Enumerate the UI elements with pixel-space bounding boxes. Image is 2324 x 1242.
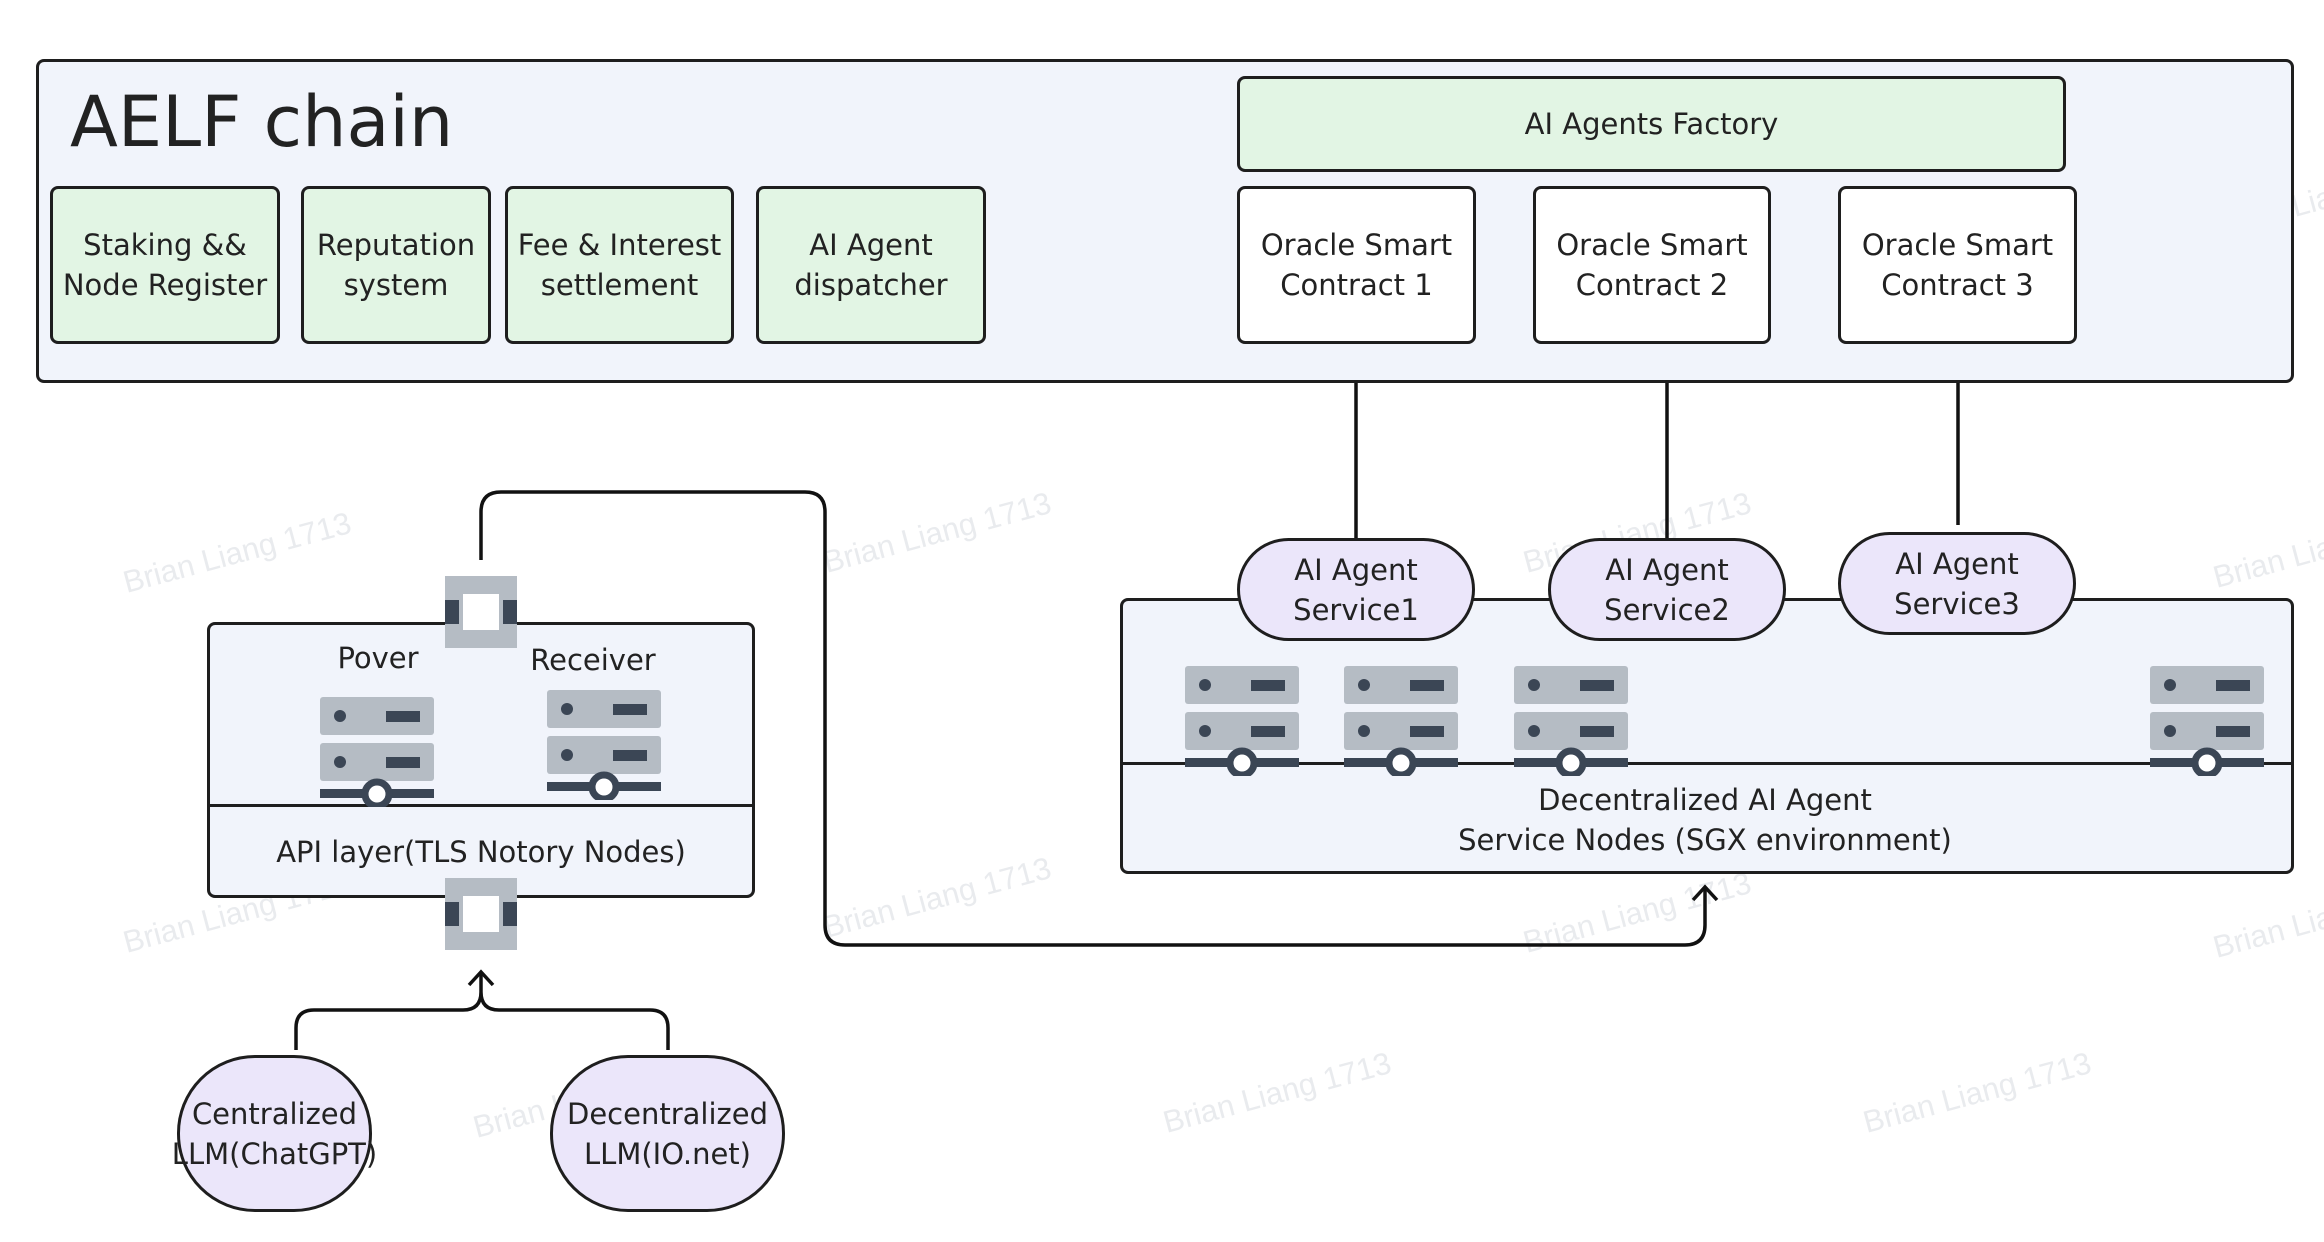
reputation-system-box: Reputation system — [301, 186, 491, 344]
server-icon — [2148, 666, 2266, 780]
ai-agent-service-3-node: AI Agent Service3 — [1838, 532, 2076, 635]
service-nodes-band — [1120, 762, 2294, 874]
oracle-contract-2-box: Oracle Smart Contract 2 — [1533, 186, 1771, 344]
api-cluster-panel — [207, 622, 755, 898]
server-icon — [318, 697, 436, 811]
server-icon — [1512, 666, 1630, 780]
staking-node-register-box: Staking && Node Register — [50, 186, 280, 344]
service-nodes-panel — [1120, 598, 2294, 874]
fee-interest-settlement-label: Fee & Interest settlement — [517, 228, 722, 302]
api-layer-label: API layer(TLS Notory Nodes) — [276, 835, 686, 869]
oracle-contract-1-box: Oracle Smart Contract 1 — [1237, 186, 1476, 344]
ai-agent-dispatcher-label: AI Agent dispatcher — [794, 228, 948, 302]
oracle-contract-2-label: Oracle Smart Contract 2 — [1556, 228, 1748, 302]
decentralized-llm-label: Decentralized LLM(IO.net) — [567, 1096, 768, 1171]
service-nodes-label-text: Decentralized AI Agent Service Nodes (SG… — [1458, 783, 1952, 857]
ai-agent-dispatcher-box: AI Agent dispatcher — [756, 186, 986, 344]
server-icon — [1183, 666, 1301, 780]
reputation-system-label: Reputation system — [316, 228, 476, 302]
arrowhead-service-nodes — [1691, 884, 1719, 902]
ai-agent-service-2-node: AI Agent Service2 — [1548, 538, 1786, 641]
ai-agents-factory-box: AI Agents Factory — [1237, 76, 2066, 172]
centralized-llm-node: Centralized LLM(ChatGPT) — [172, 1055, 377, 1212]
ai-agent-service-1-node: AI Agent Service1 — [1237, 538, 1475, 641]
arrowhead-api — [467, 969, 495, 987]
server-icon — [1342, 666, 1460, 780]
connector-icon — [445, 576, 517, 648]
arrow-api-to-service-nodes — [479, 490, 1707, 947]
fee-interest-settlement-box: Fee & Interest settlement — [505, 186, 734, 344]
arrow-llms-to-api — [294, 972, 670, 1050]
service-nodes-label: Decentralized AI Agent Service Nodes (SG… — [1420, 780, 1990, 860]
server-icon — [545, 690, 663, 804]
ai-agent-service-1-label: AI Agent Service1 — [1293, 552, 1419, 627]
staking-node-register-label: Staking && Node Register — [62, 228, 268, 302]
api-layer-band — [207, 804, 755, 898]
oracle-contract-3-box: Oracle Smart Contract 3 — [1838, 186, 2077, 344]
ai-agent-service-2-label: AI Agent Service2 — [1604, 552, 1730, 627]
centralized-llm-label: Centralized LLM(ChatGPT) — [171, 1096, 378, 1171]
oracle-contract-1-label: Oracle Smart Contract 1 — [1260, 228, 1453, 302]
ai-agent-service-3-label: AI Agent Service3 — [1894, 546, 2020, 621]
prover-label: Pover — [337, 641, 419, 675]
aelf-chain-title: AELF chain — [70, 81, 454, 163]
connector-icon — [445, 878, 517, 950]
receiver-label: Receiver — [530, 643, 656, 677]
oracle-contract-3-label: Oracle Smart Contract 3 — [1861, 228, 2054, 302]
decentralized-llm-node: Decentralized LLM(IO.net) — [550, 1055, 785, 1212]
ai-agents-factory-label: AI Agents Factory — [1524, 107, 1779, 141]
